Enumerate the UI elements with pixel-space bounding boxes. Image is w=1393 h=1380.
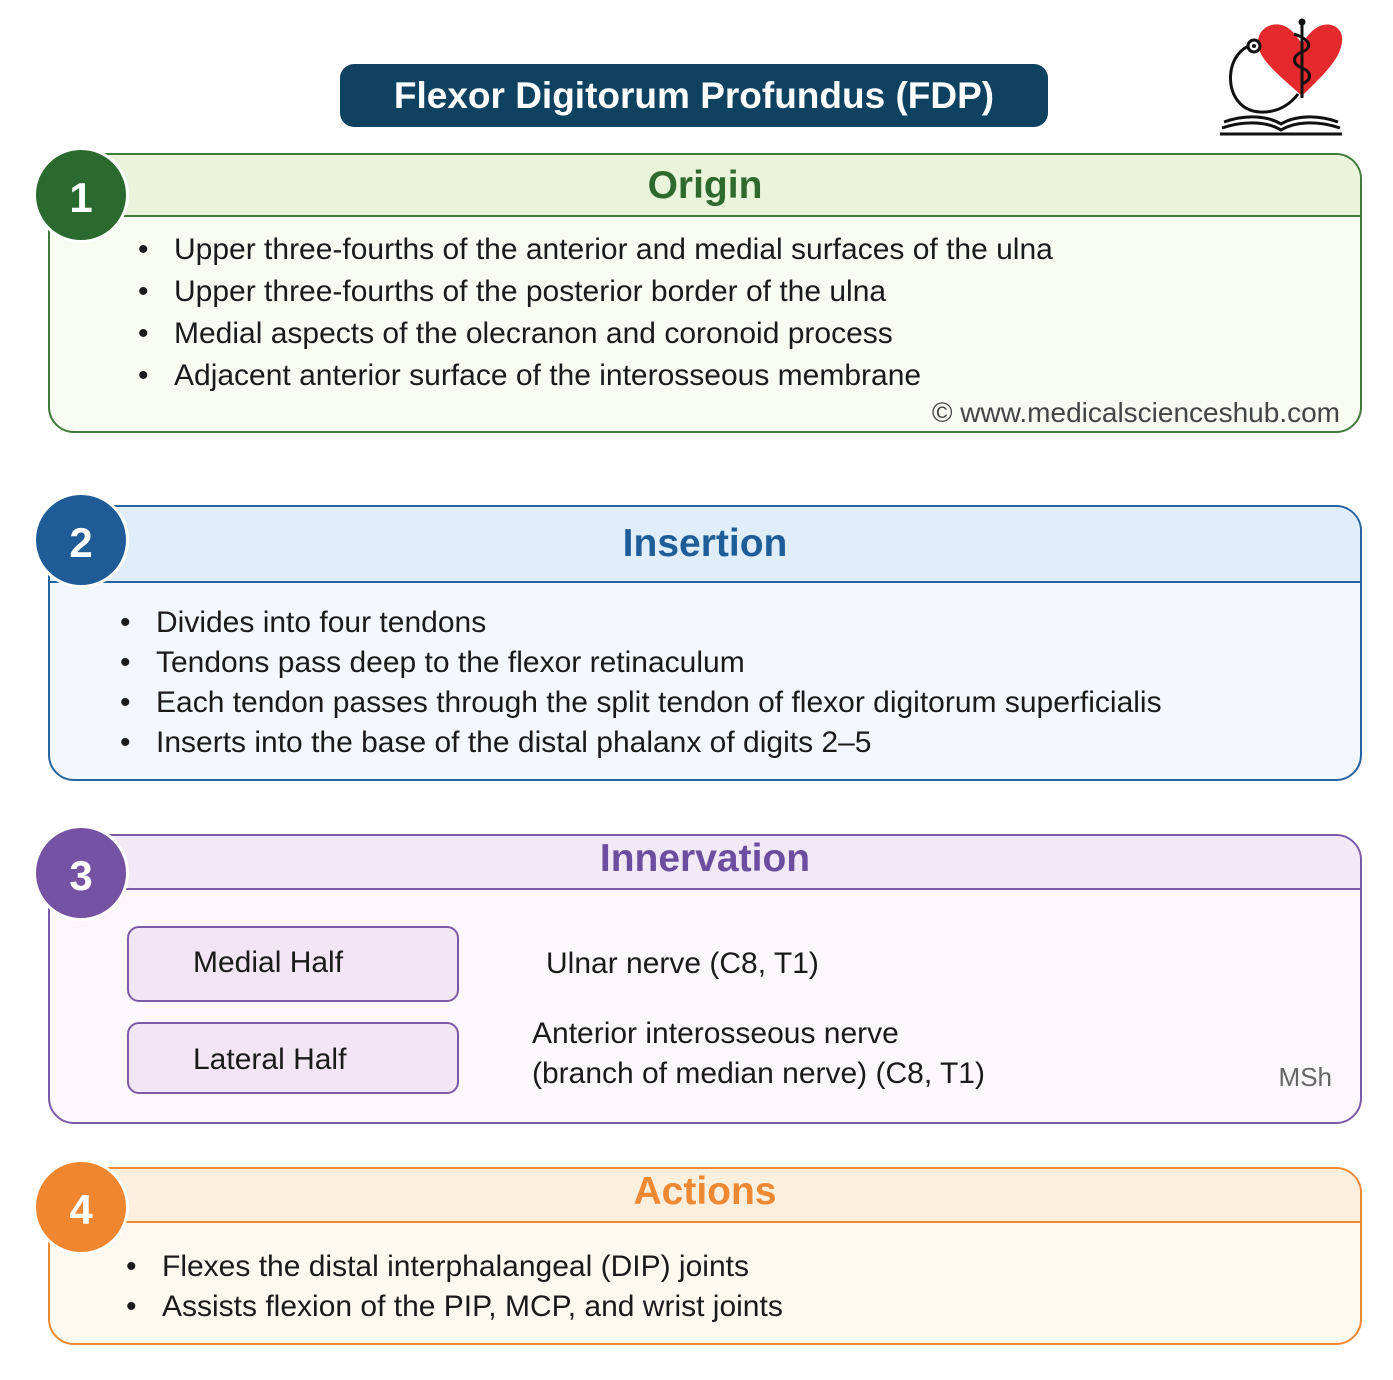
list-item: Upper three-fourths of the posterior bor… (138, 271, 1053, 313)
insertion-card: Insertion Divides into four tendons Tend… (48, 505, 1362, 781)
section-number-badge: 3 (33, 825, 129, 921)
origin-heading: Origin (50, 155, 1360, 217)
list-item: Each tendon passes through the split ten… (120, 683, 1162, 723)
list-item: Adjacent anterior surface of the interos… (138, 355, 1053, 397)
innervation-card: Innervation Medial Half Ulnar nerve (C8,… (48, 834, 1362, 1124)
nerve-line: Anterior interosseous nerve (532, 1017, 899, 1050)
list-item: Upper three-fourths of the anterior and … (138, 229, 1053, 271)
list-item: Tendons pass deep to the flexor retinacu… (120, 643, 1162, 683)
actions-list: Flexes the distal interphalangeal (DIP) … (126, 1247, 783, 1327)
innervation-heading: Innervation (50, 836, 1360, 890)
heart-caduceus-stethoscope-book-icon (1220, 18, 1343, 136)
insertion-heading: Insertion (50, 507, 1360, 583)
insertion-list: Divides into four tendons Tendons pass d… (120, 603, 1162, 763)
list-item: Inserts into the base of the distal phal… (120, 723, 1162, 763)
medial-half-nerve: Ulnar nerve (C8, T1) (546, 944, 819, 984)
section-number-badge: 4 (33, 1159, 129, 1255)
list-item: Divides into four tendons (120, 603, 1162, 643)
medial-half-label: Medial Half (127, 926, 459, 1002)
list-item: Medial aspects of the olecranon and coro… (138, 313, 1053, 355)
lateral-half-nerve: Anterior interosseous nerve (branch of m… (532, 1014, 985, 1094)
actions-heading: Actions (50, 1169, 1360, 1223)
nerve-line: Ulnar nerve (C8, T1) (546, 947, 819, 980)
copyright-credit: © www.medicalscienceshub.com (931, 397, 1340, 428)
page-title: Flexor Digitorum Profundus (FDP) (340, 64, 1048, 127)
origin-list: Upper three-fourths of the anterior and … (138, 229, 1053, 397)
watermark: MSh (1278, 1062, 1332, 1092)
section-number-badge: 1 (33, 147, 129, 243)
list-item: Flexes the distal interphalangeal (DIP) … (126, 1247, 783, 1287)
origin-card: Origin Upper three-fourths of the anteri… (48, 153, 1362, 433)
actions-card: Actions Flexes the distal interphalangea… (48, 1167, 1362, 1345)
list-item: Assists flexion of the PIP, MCP, and wri… (126, 1287, 783, 1327)
nerve-line: (branch of median nerve) (C8, T1) (532, 1057, 985, 1090)
section-number-badge: 2 (33, 492, 129, 588)
lateral-half-label: Lateral Half (127, 1022, 459, 1094)
